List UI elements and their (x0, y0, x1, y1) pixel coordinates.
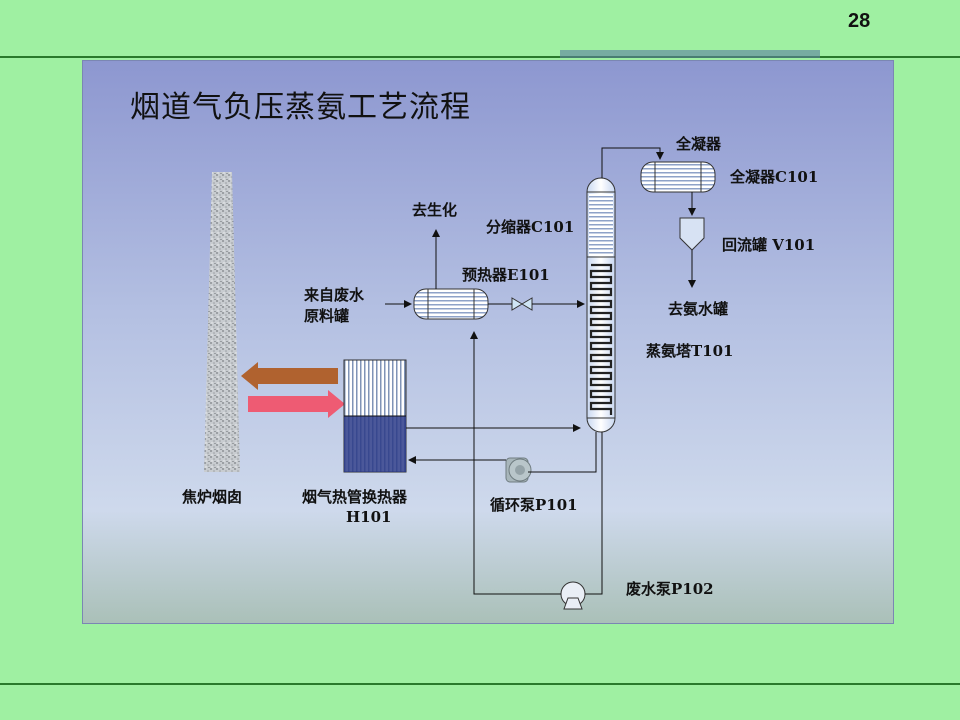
label-wastewater-pump: 废水泵P102 (626, 580, 714, 598)
heat-pipe-exchanger-h101 (343, 359, 407, 473)
label-preheater: 预热器E101 (462, 266, 550, 284)
label-circulating-pump: 循环泵P101 (490, 496, 578, 514)
slide-title: 烟道气负压蒸氨工艺流程 (130, 90, 471, 125)
label-to-biochemical: 去生化 (412, 201, 458, 219)
label-heat-pipe-exchanger: 烟气热管换热器 (302, 488, 408, 506)
label-full-condenser-c101: 全凝器C101 (730, 168, 819, 186)
piping (385, 147, 696, 595)
flue-gas-in-arrow (248, 390, 345, 418)
flue-gas-out-arrow (241, 362, 338, 390)
label-to-ammonia-tank: 去氨水罐 (668, 300, 729, 318)
ammonia-stripping-tower-t101 (586, 177, 616, 433)
circulating-pump-p101 (505, 457, 532, 483)
label-full-condenser: 全凝器 (676, 135, 722, 153)
label-feed-tank: 原料罐 (304, 307, 350, 325)
coke-oven-chimney (204, 172, 240, 472)
wastewater-pump-p102 (560, 581, 586, 610)
footer-rule (0, 683, 960, 685)
control-valve (511, 297, 533, 311)
reflux-drum-v101 (679, 217, 705, 251)
label-coke-oven-chimney: 焦炉烟囱 (182, 488, 243, 506)
preheater-e101 (413, 288, 489, 320)
label-stripping-tower: 蒸氨塔T101 (646, 342, 734, 360)
header-strip (560, 50, 820, 58)
full-condenser-c101 (640, 161, 716, 193)
label-partial-condenser: 分缩器C101 (486, 218, 575, 236)
label-h101: H101 (346, 508, 392, 526)
page-number: 28 (848, 10, 871, 32)
label-from-wastewater: 来自废水 (304, 286, 365, 304)
header-rule (0, 56, 960, 58)
label-reflux-drum: 回流罐 V101 (722, 236, 816, 254)
